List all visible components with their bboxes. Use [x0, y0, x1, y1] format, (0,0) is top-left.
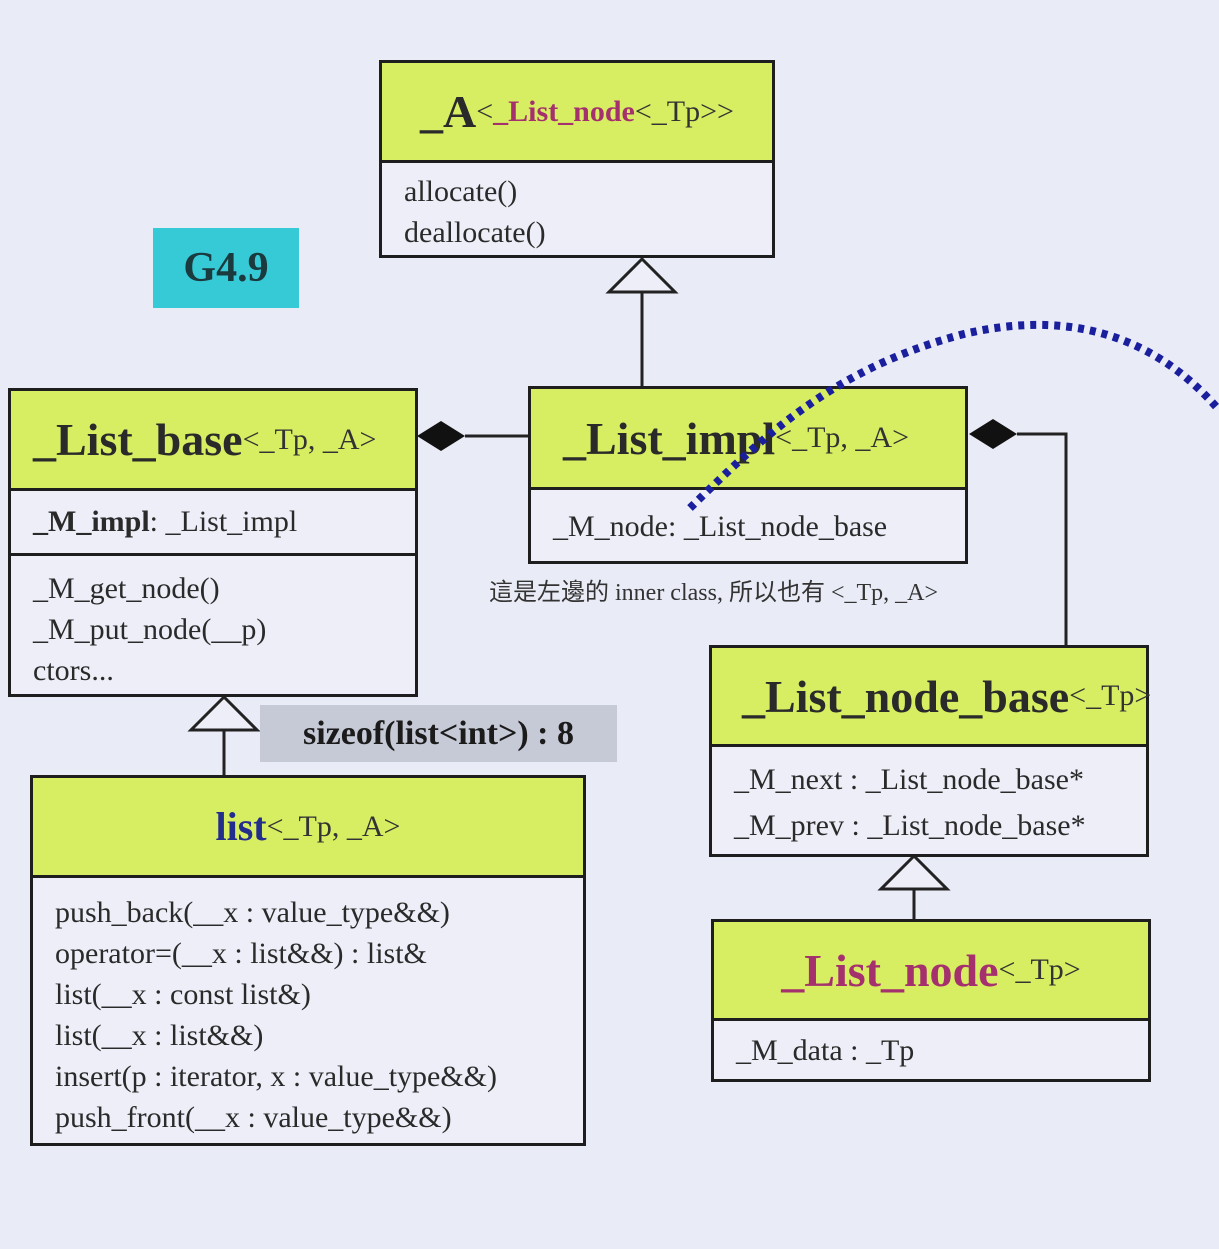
list-impl-field-name: _M_node: [553, 510, 668, 543]
list-base-methods: _M_get_node() _M_put_node(__p) ctors...: [11, 556, 415, 691]
list-base-class-box: _List_base<_Tp, _A> _M_impl : _List_impl…: [8, 388, 418, 697]
inherit-arrow-nodebase: [877, 853, 951, 891]
list-node-base-tpl: <_Tp>: [1069, 679, 1152, 712]
list-base-tpl: <_Tp, _A>: [242, 422, 377, 456]
alloc-class-header: _A<_List_node<_Tp>>: [382, 63, 772, 163]
list-node-base-fields: _M_next : _List_node_base* _M_prev : _Li…: [712, 747, 1146, 851]
list-base-field-name: _M_impl: [33, 505, 150, 538]
list-node-base-field: _M_next : _List_node_base*: [734, 759, 1146, 805]
impl-nodebase-line: [1017, 432, 1068, 646]
composition-diamond-base: [417, 421, 465, 451]
list-node-base-name: _List_node_base: [742, 670, 1070, 722]
inherit-arrow-alloc: [605, 256, 679, 294]
list-base-method: _M_get_node(): [33, 572, 220, 605]
list-node-base-class-box: _List_node_base<_Tp> _M_next : _List_nod…: [709, 645, 1151, 857]
alloc-methods: allocate() deallocate(): [382, 163, 772, 253]
alloc-method: allocate(): [404, 175, 518, 208]
list-node-header: _List_node<_Tp>: [714, 922, 1148, 1021]
list-node-base-header: _List_node_base<_Tp>: [712, 648, 1151, 747]
list-base-method: _M_put_node(__p): [33, 613, 267, 646]
list-impl-tpl: <_Tp, _A>: [775, 421, 909, 454]
list-method: push_front(__x : value_type&&): [55, 1101, 452, 1134]
list-method: operator=(__x : list&&) : list&: [55, 937, 427, 970]
list-class-box: list<_Tp, _A> push_back(__x : value_type…: [30, 775, 586, 1146]
list-header: list<_Tp, _A>: [33, 778, 583, 878]
inner-class-note: 這是左邊的 inner class, 所以也有 <_Tp, _A>: [489, 580, 939, 606]
list-base-method: ctors...: [33, 654, 114, 687]
list-base-field-type: : _List_impl: [149, 505, 298, 538]
list-impl-class-box: _List_impl<_Tp, _A> _M_node : _List_node…: [528, 386, 968, 564]
sizeof-label: sizeof(list<int>) : 8: [260, 705, 617, 762]
alloc-method: deallocate(): [404, 216, 546, 249]
list-node-tpl: <_Tp>: [998, 953, 1081, 986]
list-tpl: <_Tp, _A>: [266, 809, 401, 843]
list-base-fields: _M_impl : _List_impl: [11, 491, 415, 556]
alloc-class-box: _A<_List_node<_Tp>> allocate() deallocat…: [379, 60, 775, 258]
list-node-name: _List_node: [781, 944, 999, 996]
list-base-name: _List_base: [33, 414, 243, 465]
list-impl-name: _List_impl: [563, 412, 776, 464]
list-impl-fields: _M_node : _List_node_base: [531, 490, 965, 564]
list-method: push_back(__x : value_type&&): [55, 896, 450, 929]
alloc-tpl-open: <: [476, 94, 494, 128]
alloc-tpl-inner: _List_node: [493, 94, 635, 128]
list-method: list(__x : list&&): [55, 1019, 264, 1052]
list-node-class-box: _List_node<_Tp> _M_data : _Tp: [711, 919, 1151, 1082]
alloc-class-name: _A: [420, 86, 477, 137]
list-method: list(__x : const list&): [55, 978, 311, 1011]
alloc-tpl-close: <_Tp>>: [634, 94, 734, 128]
field-name: _M_next: [734, 763, 843, 796]
list-methods: push_back(__x : value_type&&) operator=(…: [33, 878, 583, 1138]
composition-diamond-impl: [969, 419, 1017, 449]
list-node-field: _M_data : _Tp: [736, 1034, 915, 1067]
field-name: _M_prev: [734, 809, 844, 842]
list-base-header: _List_base<_Tp, _A>: [11, 391, 415, 491]
field-type: : _List_node_base*: [843, 809, 1086, 842]
list-impl-header: _List_impl<_Tp, _A>: [531, 389, 965, 490]
version-badge: G4.9: [153, 228, 299, 308]
list-method: insert(p : iterator, x : value_type&&): [55, 1060, 498, 1093]
list-node-base-field: _M_prev : _List_node_base*: [734, 805, 1146, 851]
inherit-arrow-base: [187, 694, 261, 732]
list-impl-field-type: : _List_node_base: [668, 510, 888, 543]
list-name: list: [215, 804, 267, 849]
list-node-fields: _M_data : _Tp: [714, 1021, 1148, 1081]
field-type: : _List_node_base*: [842, 763, 1084, 796]
